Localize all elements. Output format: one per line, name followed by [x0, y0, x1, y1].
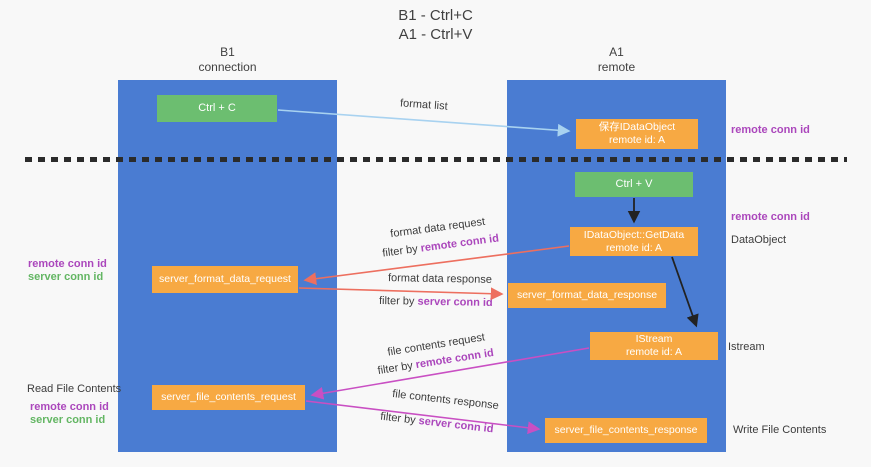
left-mid-conn-id-labels: remote conn id server conn id [28, 258, 107, 284]
phase-divider-dashed-line [25, 157, 847, 162]
format-data-response-label: format data response [387, 272, 493, 286]
remote-conn-id-key: remote conn id [419, 232, 500, 255]
diagram-title: B1 - Ctrl+C A1 - Ctrl+V [0, 6, 871, 44]
title-line-2: A1 - Ctrl+V [398, 26, 473, 43]
filter-by-text: filter by [376, 359, 417, 378]
save-idataobject-line1: 保存IDataObject [598, 121, 676, 133]
ctrl-v-box: Ctrl + V [575, 172, 693, 197]
server-conn-id-label-left: server conn id [28, 271, 104, 283]
server-file-contents-request-label: server_file_contents_request [161, 391, 296, 403]
file-contents-response-filter-label: filter by server conn id [380, 411, 494, 436]
save-idataobject-line2: remote id: A [608, 134, 666, 146]
lifeline-a1-role: remote [597, 60, 636, 74]
lifeline-header-a1: A1 remote [507, 45, 726, 75]
read-file-contents-label: Read File Contents [27, 383, 122, 395]
istream-side-label: Istream [728, 341, 765, 353]
file-contents-response-label: file contents response [391, 387, 500, 413]
server-format-data-request-box: server_format_data_request [152, 266, 298, 293]
server-conn-id-key: server conn id [417, 295, 493, 309]
lifeline-header-b1: B1 connection [118, 45, 337, 75]
dataobject-label: DataObject [731, 234, 787, 246]
server-conn-id-label-left-bottom: server conn id [30, 414, 106, 426]
server-file-contents-response-box: server_file_contents_response [545, 418, 707, 443]
ctrl-c-box: Ctrl + C [157, 95, 277, 122]
lifeline-a1-name: A1 [609, 45, 624, 59]
server-conn-id-key: server conn id [417, 414, 495, 436]
lifeline-b1-role: connection [198, 60, 257, 74]
remote-conn-id-label-left: remote conn id [28, 258, 107, 270]
remote-conn-id-label-left-bottom: remote conn id [30, 401, 109, 413]
remote-conn-id-label-top: remote conn id [731, 124, 810, 136]
server-format-data-response-label: server_format_data_response [516, 289, 658, 301]
save-idataobject-box: 保存IDataObject remote id: A [576, 119, 698, 149]
filter-by-text: filter by [379, 410, 420, 427]
server-file-contents-request-box: server_file_contents_request [152, 385, 305, 410]
ctrl-c-label: Ctrl + C [198, 102, 236, 114]
write-file-contents-label: Write File Contents [733, 424, 827, 436]
getdata-line2: remote id: A [605, 241, 663, 254]
lifeline-b1-name: B1 [220, 45, 235, 59]
filter-by-text: filter by [381, 242, 422, 260]
server-format-data-request-label: server_format_data_request [159, 273, 291, 285]
server-file-contents-response-label: server_file_contents_response [554, 424, 698, 436]
filter-by-text: filter by [378, 295, 418, 308]
istream-line1: IStream [635, 333, 673, 345]
remote-conn-id-label-mid: remote conn id [731, 211, 810, 223]
getdata-line1: IDataObject::GetData [583, 228, 685, 241]
idataobject-getdata-box: IDataObject::GetData remote id: A [570, 227, 698, 256]
title-line-1: B1 - Ctrl+C [398, 7, 473, 24]
istream-box: IStream remote id: A [590, 332, 718, 360]
format-list-arrow-label: format list [399, 97, 449, 113]
ctrl-v-label: Ctrl + V [615, 178, 653, 190]
istream-line2: remote id: A [625, 346, 683, 358]
server-format-data-response-box: server_format_data_response [508, 283, 666, 308]
left-bottom-conn-id-labels: remote conn id server conn id [30, 401, 109, 427]
format-data-response-filter-label: filter by server conn id [379, 295, 493, 309]
